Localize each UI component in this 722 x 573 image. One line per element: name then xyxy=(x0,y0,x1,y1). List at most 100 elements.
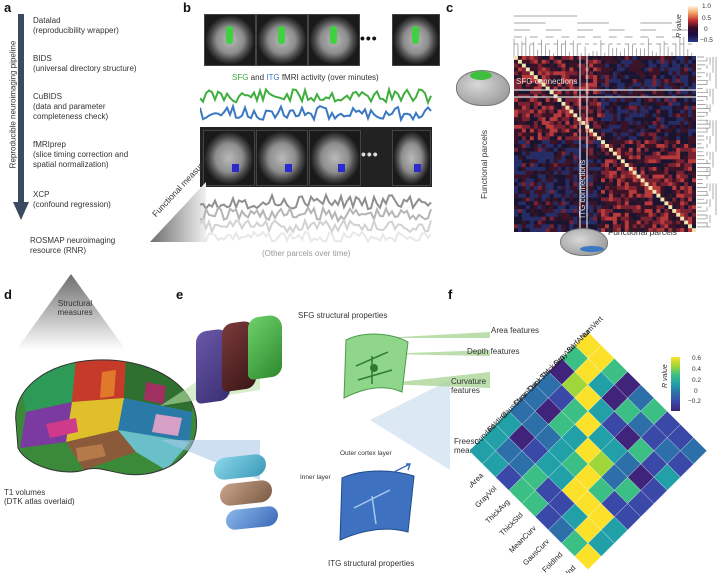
matrix-cell xyxy=(612,71,618,76)
matrix-cell xyxy=(597,205,602,210)
matrix-cell xyxy=(533,105,539,110)
matrix-cell xyxy=(589,166,594,172)
matrix-cell xyxy=(533,113,539,118)
pipeline-arrowhead xyxy=(13,202,29,220)
matrix-cell xyxy=(549,109,554,114)
matrix-cell xyxy=(680,166,685,172)
matrix-cell xyxy=(565,128,570,133)
matrix-cell xyxy=(514,121,519,126)
matrix-cell xyxy=(632,174,637,179)
matrix-cell xyxy=(676,128,681,133)
matrix-cell xyxy=(529,56,535,61)
matrix-cell xyxy=(632,63,637,68)
matrix-cell xyxy=(581,182,586,187)
matrix-cell xyxy=(561,140,566,145)
matrix-cell xyxy=(533,124,539,129)
matrix-cell xyxy=(557,105,562,110)
matrix-cell xyxy=(692,166,696,172)
matrix-cell xyxy=(616,63,622,68)
matrix-cell xyxy=(565,117,570,122)
itg-layer-brown xyxy=(220,479,272,507)
itg-highlight-4 xyxy=(414,164,421,172)
matrix-cell xyxy=(537,75,542,80)
matrix-cell xyxy=(537,224,542,229)
matrix-cell xyxy=(521,113,527,118)
matrix-cell xyxy=(565,159,570,164)
matrix-cell xyxy=(517,90,523,95)
matrix-cell xyxy=(565,109,570,114)
matrix-cell xyxy=(517,75,523,80)
matrix-cell xyxy=(684,132,689,137)
matrix-cell xyxy=(593,186,598,191)
matrix-cell xyxy=(688,228,693,232)
matrix-cell xyxy=(628,159,633,164)
matrix-cell xyxy=(605,170,610,175)
inner-layer-label: Inner layer xyxy=(300,474,331,481)
matrix-cell xyxy=(545,228,550,232)
matrix-cell xyxy=(644,193,649,198)
matrix-cell xyxy=(636,98,641,103)
matrix-cell xyxy=(672,59,677,64)
matrix-cell xyxy=(608,78,614,84)
matrix-cell xyxy=(608,117,614,122)
dtk-atlas-brain xyxy=(15,359,198,476)
matrix-cell xyxy=(529,109,535,114)
matrix-cell xyxy=(680,151,685,156)
matrix-cell xyxy=(644,98,649,103)
matrix-cell xyxy=(660,205,665,210)
matrix-cell xyxy=(672,105,677,110)
matrix-cell xyxy=(525,71,531,76)
matrix-cell xyxy=(616,228,622,232)
matrix-cell xyxy=(632,212,637,217)
matrix-cell xyxy=(605,193,610,198)
matrix-cell xyxy=(601,105,606,110)
matrix-cell xyxy=(569,174,574,179)
matrix-cell xyxy=(648,170,653,175)
matrix-cell xyxy=(668,209,673,214)
matrix-cell xyxy=(545,82,550,87)
matrix-cell xyxy=(514,124,519,129)
colorbar-f-tick-4: 0 xyxy=(694,388,698,395)
matrix-cell xyxy=(549,163,554,168)
matrix-cell xyxy=(680,63,685,68)
matrix-cell xyxy=(684,117,689,122)
matrix-cell xyxy=(549,212,554,217)
matrix-cell xyxy=(565,209,570,214)
matrix-cell xyxy=(640,63,645,68)
matrix-cell xyxy=(688,174,693,179)
matrix-cell xyxy=(684,109,689,114)
matrix-cell xyxy=(656,113,661,118)
matrix-cell xyxy=(612,220,618,225)
matrix-cell xyxy=(549,140,554,145)
matrix-cell xyxy=(688,101,693,107)
matrix-cell xyxy=(521,212,527,217)
matrix-cell xyxy=(601,201,606,206)
matrix-cell xyxy=(601,124,606,129)
matrix-cell xyxy=(517,117,523,122)
matrix-cell xyxy=(692,63,696,68)
matrix-cell xyxy=(668,163,673,168)
matrix-cell xyxy=(692,136,696,141)
matrix-cell xyxy=(553,197,558,202)
matrix-cell xyxy=(652,132,657,137)
matrix-cell xyxy=(628,166,633,172)
pipeline-label: Reproducible neuroimaging pipeline xyxy=(8,40,18,169)
matrix-cell xyxy=(529,98,535,103)
matrix-cell xyxy=(628,86,633,91)
matrix-cell xyxy=(656,216,661,221)
matrix-cell xyxy=(597,186,602,191)
matrix-cell xyxy=(533,201,539,206)
matrix-cell xyxy=(684,121,689,126)
matrix-cell xyxy=(541,201,546,206)
matrix-cell xyxy=(549,224,554,229)
matrix-cell xyxy=(601,170,606,175)
matrix-cell xyxy=(514,186,519,191)
matrix-cell xyxy=(553,101,558,107)
matrix-cell xyxy=(624,170,630,175)
colorbar-f xyxy=(671,357,680,411)
matrix-cell xyxy=(537,163,542,168)
matrix-cell xyxy=(608,189,614,195)
x-axis-label-c: Functional parcels xyxy=(608,227,677,237)
matrix-cell xyxy=(648,86,653,91)
matrix-cell xyxy=(537,147,542,152)
